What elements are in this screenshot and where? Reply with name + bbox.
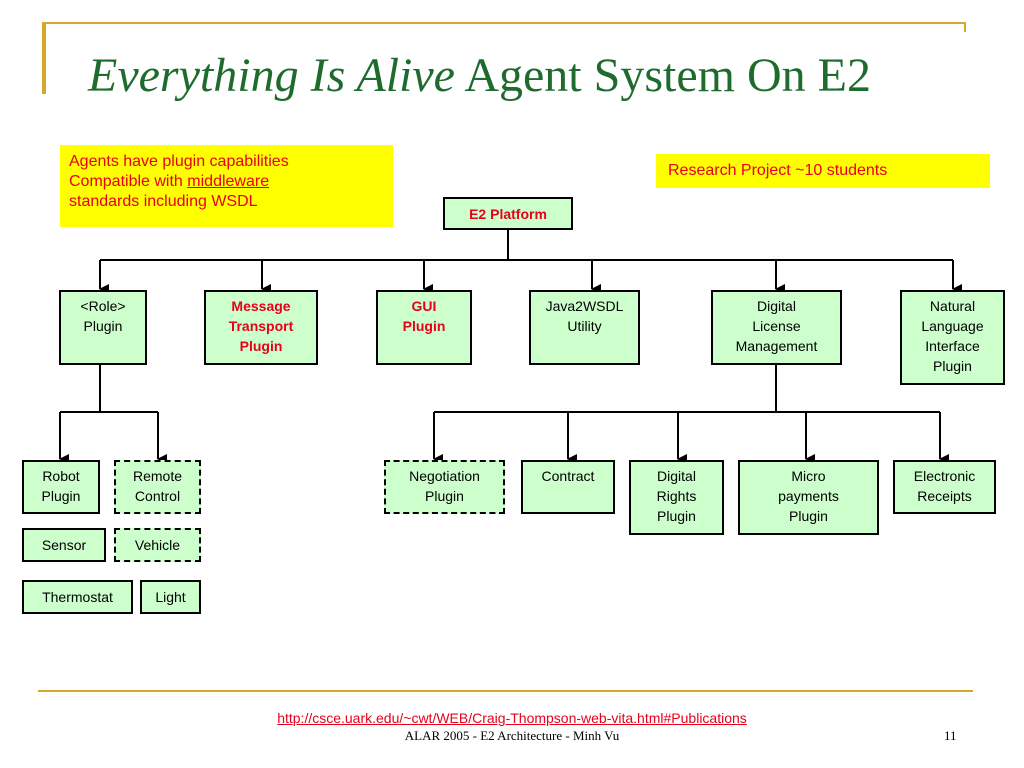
- node-label: Java2WSDL Utility: [531, 296, 638, 336]
- node-label-line: Interface: [925, 338, 980, 354]
- node-contract: Contract: [521, 460, 615, 514]
- footer-text: ALAR 2005 - E2 Architecture - Minh Vu: [404, 728, 620, 743]
- node-label: Thermostat: [42, 587, 113, 607]
- node-thermostat: Thermostat: [22, 580, 133, 614]
- node-label-line: E2 Platform: [469, 205, 547, 222]
- node-label-line: Digital: [757, 298, 796, 314]
- node-label-line: Plugin: [41, 488, 81, 504]
- node-label-line: Robot: [42, 468, 80, 484]
- node-label-line: <Role>: [80, 298, 126, 314]
- node-sensor: Sensor: [22, 528, 106, 562]
- node-label-line: Thermostat: [42, 589, 113, 605]
- frame-accent-vertical: [42, 22, 46, 94]
- node-label-line: Plugin: [789, 508, 828, 524]
- slide-title-italic: Everything Is Alive: [88, 49, 455, 102]
- node-label-line: GUI: [411, 298, 437, 314]
- node-label-line: Plugin: [933, 358, 972, 374]
- middleware-link[interactable]: middleware: [187, 173, 270, 190]
- node-label-line: Message: [231, 298, 291, 314]
- frame-accent-top: [42, 22, 966, 24]
- node-label-line: Plugin: [402, 318, 446, 334]
- node-label-line: Utility: [567, 318, 602, 334]
- node-label-line: Negotiation: [409, 468, 480, 484]
- note-left-line3: standards including WSDL: [69, 193, 258, 210]
- node-label-line: Receipts: [917, 488, 972, 504]
- node-label: E2 Platform: [469, 204, 547, 224]
- slide-title: Everything Is Alive Agent System On E2: [88, 52, 988, 100]
- publications-link[interactable]: http://csce.uark.edu/~cwt/WEB/Craig-Thom…: [277, 710, 747, 726]
- node-label: Contract: [523, 466, 613, 486]
- note-right: Research Project ~10 students: [656, 154, 990, 188]
- slide-title-rest: Agent System On E2: [454, 49, 871, 102]
- node-label-line: Light: [155, 589, 186, 605]
- node-label: Light: [155, 587, 185, 607]
- node-label-line: Electronic: [913, 468, 976, 484]
- node-vehicle: Vehicle: [114, 528, 201, 562]
- node-label-line: Language: [921, 318, 984, 334]
- node-label-line: Plugin: [83, 318, 123, 334]
- node-label-line: Plugin: [657, 508, 696, 524]
- node-label-line: Vehicle: [134, 537, 181, 553]
- node-gui-plugin: GUI Plugin: [376, 290, 472, 365]
- node-label-line: Natural: [929, 298, 976, 314]
- node-label-line: License: [752, 318, 801, 334]
- node-label: Vehicle: [135, 535, 180, 555]
- node-label-line: Digital: [657, 468, 696, 484]
- node-role-plugin: <Role> Plugin: [59, 290, 147, 365]
- node-label-line: Transport: [228, 318, 294, 334]
- node-label-line: Rights: [656, 488, 697, 504]
- node-label-line: Java2WSDL: [545, 298, 624, 314]
- note-left-line2: Compatible with middleware: [69, 172, 393, 192]
- node-label: Sensor: [42, 535, 86, 555]
- node-light: Light: [140, 580, 201, 614]
- node-label-line: payments: [778, 488, 839, 504]
- node-java2wsdl-utility: Java2WSDL Utility: [529, 290, 640, 365]
- note-left-line2-pre: Compatible with: [69, 173, 188, 190]
- node-label-line: Control: [134, 488, 181, 504]
- node-label-line: Micro: [791, 468, 826, 484]
- frame-accent-right: [964, 22, 966, 32]
- node-e2-platform: E2 Platform: [443, 197, 573, 230]
- note-left: Agents have plugin capabilities Compatib…: [60, 145, 393, 227]
- note-left-line1: Agents have plugin capabilities: [69, 153, 289, 170]
- node-label: GUI Plugin: [378, 296, 470, 336]
- node-label-line: Plugin: [425, 488, 464, 504]
- node-label-line: Plugin: [239, 338, 283, 354]
- node-label-line: Remote: [132, 468, 183, 484]
- footer-rule: [38, 690, 973, 692]
- node-label: <Role> Plugin: [61, 296, 145, 336]
- node-label-line: Management: [735, 338, 818, 354]
- node-label-line: Sensor: [41, 537, 87, 553]
- node-label-line: Contract: [541, 468, 595, 484]
- page-number: 11: [944, 728, 957, 743]
